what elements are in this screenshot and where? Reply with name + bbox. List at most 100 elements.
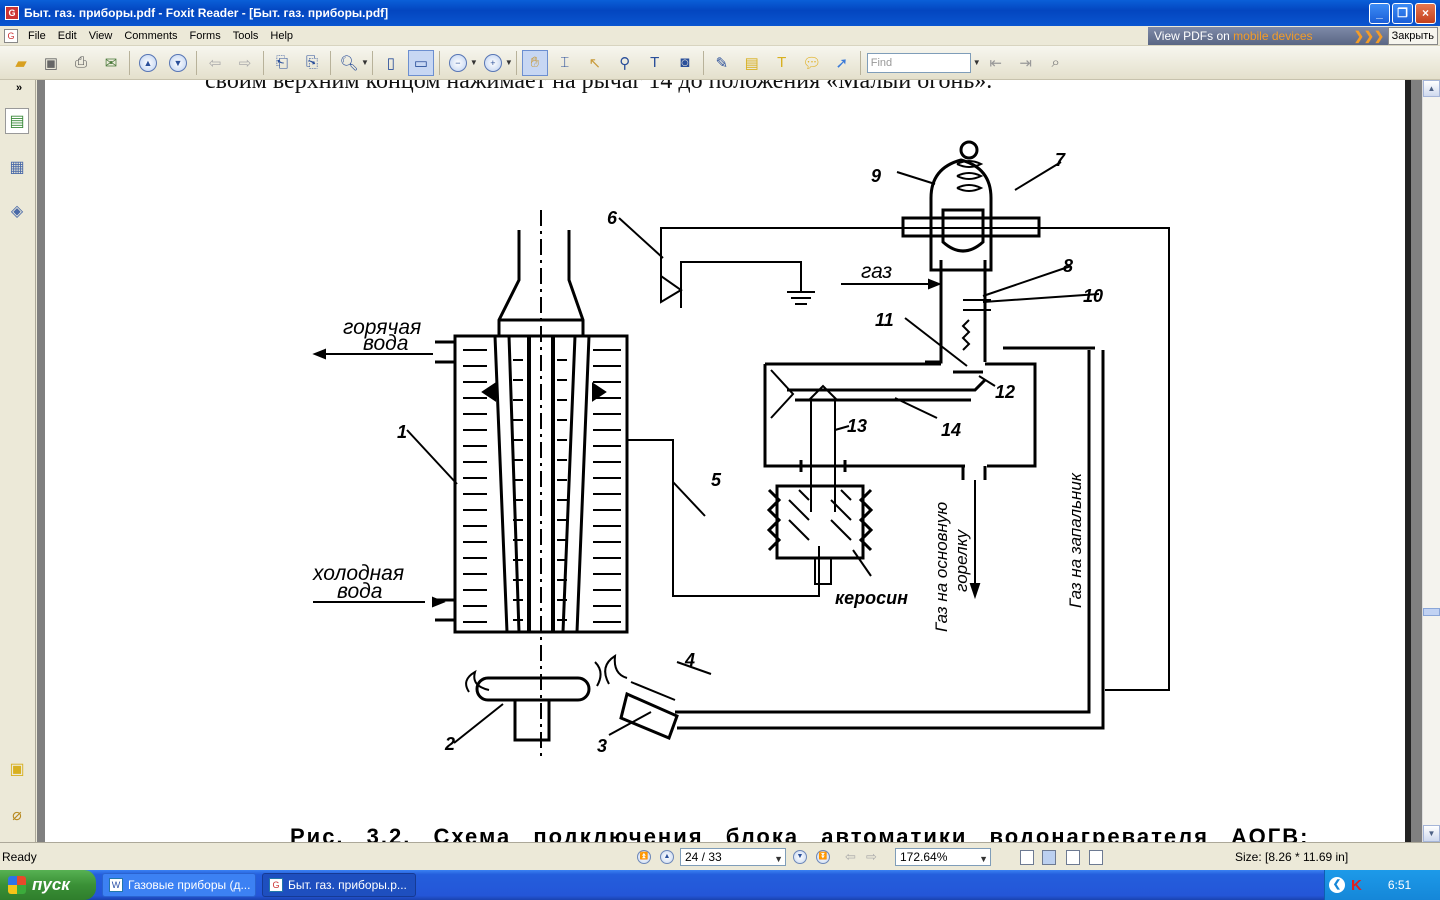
arrow-icon (969, 583, 981, 600)
back-view-icon[interactable]: ⇦ (845, 849, 856, 864)
select-text-icon[interactable]: ⌶ (560, 54, 570, 71)
snapshot-icon[interactable]: ◙ (680, 54, 690, 71)
main-burner (475, 676, 591, 702)
toolbar-separator (263, 50, 264, 75)
note-icon[interactable]: ▤ (744, 54, 759, 72)
edit-text-icon[interactable]: ✎ (715, 54, 729, 72)
fit-width-icon[interactable]: ▭ (407, 49, 434, 76)
comment-icon[interactable]: 💬︎ (802, 54, 822, 72)
page-dropdown-icon[interactable]: ▼ (774, 854, 783, 864)
part-number-14: 14 (941, 420, 961, 440)
hot-water-label-1: горячая (343, 316, 421, 339)
pilot-line (630, 681, 676, 701)
open-folder-icon[interactable]: ▰ (15, 54, 27, 72)
zoom-out-icon[interactable]: − (445, 50, 471, 76)
start-button[interactable]: пуск (0, 870, 96, 900)
search-icon[interactable]: ⌕ (1051, 54, 1060, 71)
menu-help[interactable]: Help (270, 29, 294, 42)
expand-panel-icon[interactable]: » (16, 82, 23, 94)
document-view[interactable]: своим верхним концом нажимает на рычаг 1… (37, 80, 1422, 842)
last-page-icon[interactable]: ⏬ (816, 850, 830, 864)
find-dropdown-icon[interactable]: ▼ (972, 58, 981, 67)
vertical-scrollbar[interactable]: ▲ ▼ (1422, 80, 1440, 842)
scroll-up-icon[interactable]: ▲ (1423, 80, 1440, 97)
zoom-tool-icon[interactable]: 🔍︎ (339, 54, 359, 72)
minimize-button[interactable]: _ (1369, 2, 1390, 24)
find-prev-icon[interactable]: ⇤ (989, 54, 1002, 72)
layers-icon[interactable]: ◈ (10, 203, 24, 220)
foxit-app-icon[interactable]: G (5, 6, 19, 20)
lever-pivot (770, 369, 795, 419)
toolbar-separator (438, 50, 440, 75)
menu-edit[interactable]: Edit (57, 29, 77, 42)
fit-page-icon[interactable]: ▯ (386, 54, 396, 72)
windows-flag-icon (8, 876, 26, 894)
annotation-select-icon[interactable]: ↖ (588, 54, 602, 72)
page-number-input[interactable]: 24 / 33▼ (680, 848, 786, 866)
extract-page-icon[interactable]: ⎗ (275, 54, 288, 71)
menu-view[interactable]: View (88, 29, 113, 42)
insert-page-icon[interactable]: ⎘ (305, 54, 318, 71)
zoom-dropdown-icon[interactable]: ▼ (979, 854, 988, 864)
scroll-thumb[interactable] (1423, 608, 1440, 616)
hand-tool-icon[interactable]: ✋︎ (521, 49, 548, 76)
pages-icon[interactable]: ▦ (9, 159, 25, 176)
typewriter-icon[interactable]: T (650, 54, 660, 71)
print-icon[interactable]: ⎙ (74, 54, 87, 71)
prev-page-icon[interactable]: ▲ (660, 850, 674, 864)
rod-tip (808, 384, 838, 401)
main-gas-outlet (961, 466, 987, 480)
pilot-burner (619, 691, 679, 740)
bookmarks-icon[interactable]: ▤ (5, 108, 29, 134)
forward-view-icon[interactable]: ⇨ (866, 849, 877, 864)
restore-button[interactable]: ❐ (1392, 2, 1413, 24)
antivirus-icon[interactable]: K (1351, 876, 1362, 894)
figure-caption: Рис. 3.2. Схема подключения блока автома… (290, 824, 1310, 842)
find-next-icon[interactable]: ⇥ (1019, 54, 1032, 72)
prev-page-icon[interactable]: ▲ (135, 50, 161, 76)
continuous-facing-icon[interactable] (1089, 850, 1103, 865)
forward-arrow-icon[interactable]: ⇨ (238, 54, 252, 72)
menu-file[interactable]: File (28, 29, 46, 42)
close-ads-button[interactable]: Закрыть (1387, 27, 1438, 45)
next-page-icon[interactable]: ▼ (793, 850, 807, 864)
find-icon[interactable]: ⚲ (619, 54, 631, 72)
next-page-icon[interactable]: ▼ (165, 50, 191, 76)
document-icon[interactable]: G (4, 28, 18, 43)
menu-tools[interactable]: Tools (232, 29, 259, 42)
toolbar-separator (702, 50, 704, 75)
close-button[interactable]: × (1415, 2, 1436, 24)
single-page-icon[interactable] (1020, 850, 1034, 865)
dropdown-arrow-icon[interactable]: ▼ (469, 58, 478, 67)
zoom-value: 172.64% (900, 850, 948, 864)
toolbar-separator (196, 50, 197, 75)
save-icon[interactable]: ▣ (43, 54, 59, 72)
back-arrow-icon[interactable]: ⇦ (208, 54, 222, 72)
ad-banner[interactable]: View PDFs on mobile devices ❯❯❯ (1148, 27, 1388, 45)
scroll-down-icon[interactable]: ▼ (1423, 825, 1440, 842)
zoom-in-icon[interactable]: + (480, 50, 506, 76)
dropdown-arrow-icon[interactable]: ▼ (504, 58, 513, 67)
bellows-stem (814, 558, 832, 585)
zoom-input[interactable]: 172.64% ▼ (895, 848, 991, 866)
pdf-page[interactable]: своим верхним концом нажимает на рычаг 1… (45, 80, 1411, 842)
continuous-page-icon[interactable] (1042, 850, 1056, 865)
rod-seal (799, 460, 847, 472)
first-page-icon[interactable]: ⏫ (637, 850, 651, 864)
attachments-icon[interactable]: ⌀ (12, 807, 22, 824)
tray-expand-icon[interactable]: ❮ (1329, 877, 1345, 893)
pdf-icon: G (269, 878, 283, 892)
word-icon: W (109, 878, 123, 892)
dropdown-arrow-icon[interactable]: ▼ (361, 58, 369, 67)
menu-forms[interactable]: Forms (189, 29, 221, 42)
textbox-icon[interactable]: T (777, 54, 787, 71)
comments-panel-icon[interactable]: ▣ (9, 761, 25, 778)
part-number-10: 10 (1083, 286, 1103, 306)
email-icon[interactable]: ✉ (104, 54, 118, 72)
find-input[interactable]: Find (866, 52, 971, 73)
arrow-tool-icon[interactable]: ➚ (835, 54, 849, 72)
menu-comments[interactable]: Comments (124, 29, 178, 42)
facing-pages-icon[interactable] (1066, 850, 1080, 865)
